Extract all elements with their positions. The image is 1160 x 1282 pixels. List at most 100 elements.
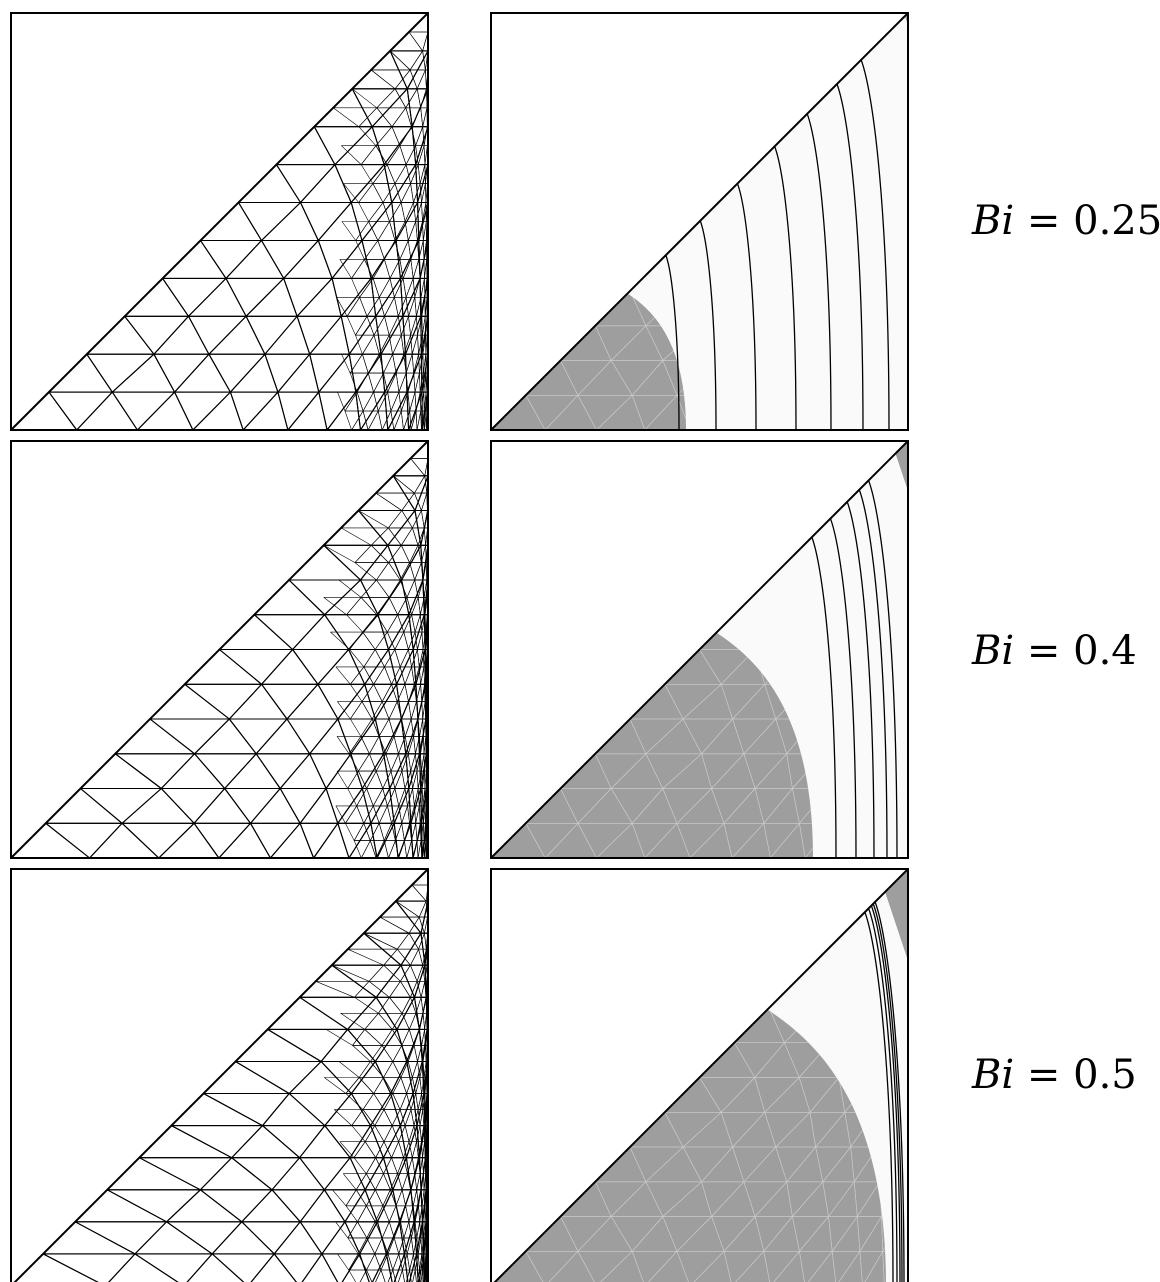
mesh-triangle (365, 1173, 384, 1191)
mesh-triangle (231, 1125, 301, 1159)
mesh-triangle (367, 372, 384, 393)
mesh-triangle (388, 334, 402, 355)
mesh-triangle (273, 1253, 323, 1282)
mesh-triangle (299, 822, 339, 859)
mesh-triangle (199, 1157, 273, 1191)
solid-mesh (491, 1009, 886, 1282)
mesh-triangle (261, 1092, 326, 1127)
mesh-triangle (253, 579, 326, 616)
mesh-triangle (345, 1205, 367, 1223)
mesh-triangle (225, 239, 285, 279)
mesh-triangle (395, 1189, 406, 1207)
mesh-triangle (389, 981, 411, 998)
bi-symbol: Bi (972, 1052, 1015, 1098)
mesh-triangle (194, 753, 257, 790)
mesh-triangle (315, 981, 370, 998)
velocity-contour (874, 901, 905, 1282)
mesh-triangle (395, 353, 407, 374)
velocity-contour (774, 146, 797, 430)
mesh-triangle (400, 964, 418, 982)
mesh-triangle (360, 736, 380, 755)
mesh-triangle (376, 562, 401, 581)
unyielded-region (491, 1009, 886, 1282)
mesh-triangle (296, 315, 342, 355)
mesh-triangle (237, 201, 302, 242)
mesh-triangle (374, 1173, 391, 1191)
mesh-triangle (166, 1189, 243, 1223)
mesh-triangle (353, 840, 371, 859)
mesh-triangle (211, 1253, 275, 1282)
mesh-triangle (381, 1221, 395, 1239)
mesh-triangle (218, 648, 294, 685)
bi-value: 0.4 (1073, 628, 1137, 674)
mesh-triangle (286, 718, 339, 755)
mesh-triangle (299, 1189, 346, 1223)
mesh-triangle (376, 579, 401, 598)
mesh-triangle (336, 770, 359, 789)
diagonal-boundary (490, 12, 909, 431)
mesh-triangle (404, 840, 412, 859)
mesh-triangle (370, 50, 411, 71)
mesh-triangle (375, 492, 415, 511)
mesh-triangle (187, 277, 247, 317)
mesh-triangle (349, 631, 376, 650)
mesh-triangle (343, 183, 374, 203)
mesh-triangle (228, 683, 288, 720)
mesh-triangle (392, 475, 426, 494)
mesh-triangle (76, 391, 138, 431)
mesh-triangle (192, 391, 244, 431)
mesh-triangle (354, 545, 389, 563)
mesh-triangle (253, 614, 326, 651)
mesh-triangle (347, 948, 398, 966)
yield-panel-bi-0-4 (490, 440, 909, 859)
mesh-triangle (383, 1093, 401, 1110)
mesh-triangle (250, 1253, 297, 1282)
mesh-triangle (202, 1060, 290, 1095)
mesh-triangle (373, 666, 392, 685)
mesh-triangle (366, 1189, 384, 1207)
mesh-triangle (398, 1125, 410, 1143)
mesh-triangle (422, 107, 428, 127)
diagonal-boundary (10, 12, 429, 431)
mesh-triangle (366, 1253, 382, 1271)
mesh-triangle (356, 391, 374, 412)
mesh-triangle (351, 1109, 376, 1126)
yield-panel-bi-0-25 (490, 12, 909, 431)
bi-label-row-1: Bi = 0.25 (972, 198, 1160, 244)
mesh-triangle (10, 822, 91, 859)
mesh-triangle (395, 372, 407, 393)
mesh-triangle (360, 164, 388, 184)
mesh-triangle (138, 1157, 233, 1191)
mesh-triangle (158, 822, 220, 859)
mesh-triangle (334, 1109, 364, 1126)
bi-label-row-3: Bi = 0.5 (972, 1052, 1137, 1098)
panel-frame (10, 12, 429, 431)
panel-frame (10, 868, 429, 1282)
mesh-panel-bi-0-4 (10, 440, 429, 859)
mesh-triangle (358, 183, 384, 203)
mesh-triangle (138, 1125, 233, 1159)
panel-frame (10, 440, 429, 859)
mesh-triangle (383, 1061, 402, 1078)
equals-sign: = (1026, 628, 1074, 674)
mesh-triangle (422, 221, 427, 241)
mesh-triangle (346, 296, 368, 317)
mesh-triangle (349, 649, 376, 668)
mesh-triangle (362, 1093, 385, 1110)
mesh-triangle (149, 683, 230, 720)
mesh-triangle (355, 240, 379, 260)
mesh-triangle (366, 770, 384, 789)
mesh-triangle (353, 1157, 377, 1175)
mesh-triangle (299, 1157, 351, 1191)
mesh-triangle (121, 787, 195, 824)
mesh-triangle (249, 787, 301, 824)
mesh-triangle (401, 510, 422, 529)
mesh-triangle (411, 884, 429, 902)
velocity-contour (860, 59, 890, 430)
mesh-triangle (395, 884, 427, 902)
mesh-triangle (234, 1060, 322, 1095)
mesh-triangle (699, 632, 756, 650)
mesh-triangle (881, 1216, 886, 1252)
mesh-triangle (330, 631, 364, 650)
mesh-triangle (273, 1221, 323, 1255)
